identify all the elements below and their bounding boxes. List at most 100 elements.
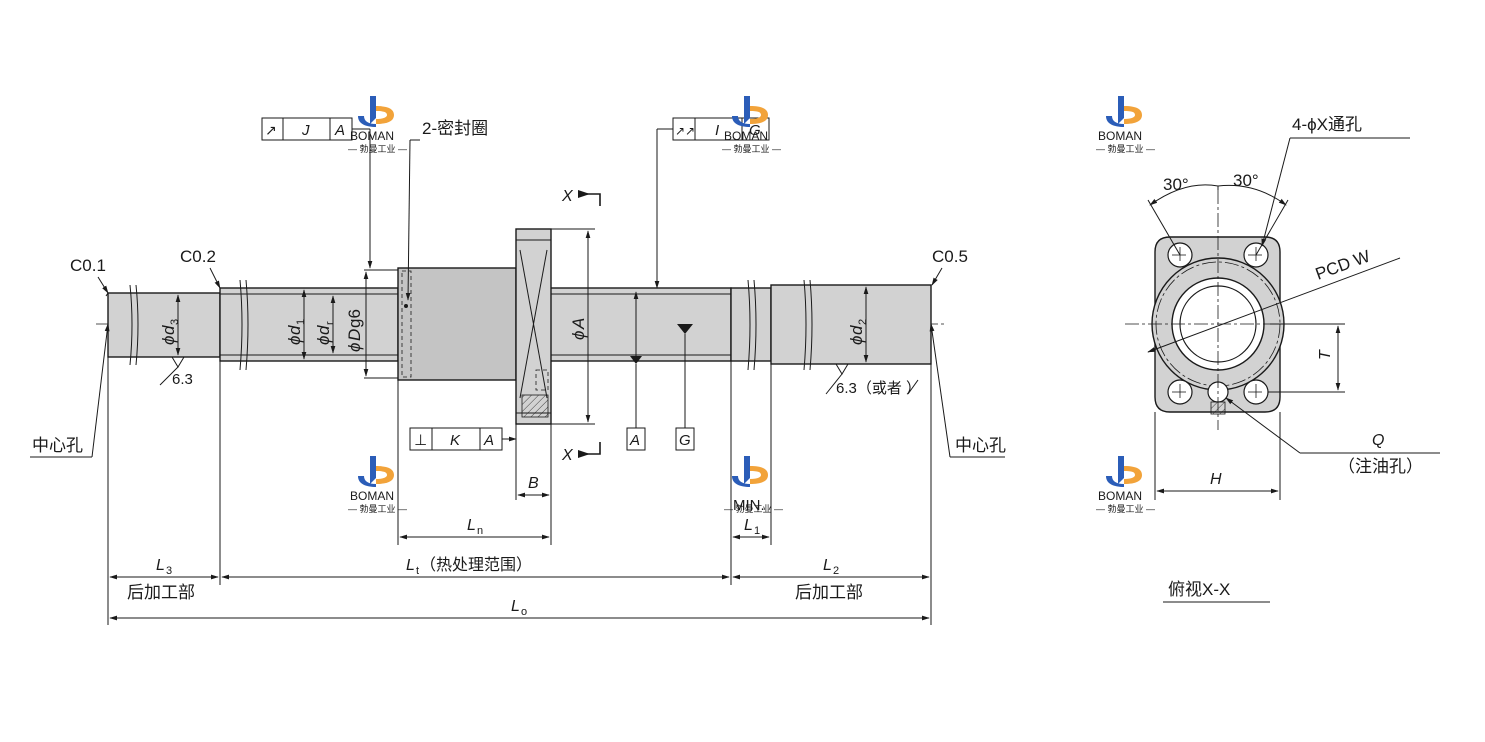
- svg-text:BOMAN: BOMAN: [350, 489, 394, 503]
- watermark-logos: BOMAN — 勃曼工业 — BOMAN — 勃曼工业 — BOMAN — 勃曼…: [348, 96, 1155, 514]
- svg-text:— 勃曼工业 —: — 勃曼工业 —: [1096, 143, 1155, 154]
- svg-text:（热处理范围）: （热处理范围）: [420, 556, 532, 574]
- svg-text:ϕ: ϕ: [314, 336, 333, 345]
- dim-lo: L o: [511, 598, 527, 618]
- boman-logo-6: BOMAN — 勃曼工业 —: [1096, 456, 1155, 514]
- svg-text:L: L: [511, 598, 520, 615]
- svg-text:ϕ: ϕ: [847, 336, 866, 345]
- boman-logo-3: BOMAN — 勃曼工业 —: [1096, 96, 1155, 154]
- section-marker-bottom: X: [561, 447, 574, 464]
- svg-text:r: r: [324, 321, 336, 325]
- runout-right-value: I: [715, 122, 719, 139]
- min-label: MIN.: [733, 497, 765, 514]
- boman-logo-2: BOMAN — 勃曼工业 —: [722, 96, 781, 154]
- dim-phi-d2: ϕ d 2: [847, 319, 869, 345]
- view-title: 俯视X-X: [1168, 580, 1230, 599]
- runout-right-symbol: ↗↗: [675, 124, 695, 138]
- svg-text:t: t: [416, 565, 419, 577]
- svg-text:L: L: [744, 517, 753, 534]
- svg-text:BOMAN: BOMAN: [350, 129, 394, 143]
- shaft-end-left: [107, 292, 221, 358]
- runout-value: J: [301, 122, 310, 139]
- svg-text:— 勃曼工业 —: — 勃曼工业 —: [722, 143, 781, 154]
- svg-text:1: 1: [295, 319, 307, 325]
- datum-g-label: G: [679, 432, 691, 449]
- angle-left: 30°: [1163, 175, 1189, 194]
- svg-text:A: A: [569, 318, 588, 330]
- shaft-thread-left: [219, 287, 399, 362]
- post-machining-right: 后加工部: [795, 583, 863, 602]
- svg-text:PCD W: PCD W: [1313, 247, 1373, 284]
- datum-g-box: [675, 427, 695, 451]
- chamfer-left-end: C0.1: [70, 256, 106, 275]
- shaft-step-right: [730, 287, 772, 362]
- chamfer-right-end: C0.5: [932, 247, 968, 266]
- boman-logo-5: — 勃曼工业 —: [724, 456, 783, 514]
- datum-a-box: [626, 427, 646, 451]
- boman-logo-1: BOMAN — 勃曼工业 —: [348, 96, 407, 154]
- svg-text:BOMAN: BOMAN: [1098, 129, 1142, 143]
- runout-frame-left: ↗ J A: [261, 117, 373, 269]
- roughness-left: 6.3: [172, 371, 193, 388]
- svg-text:d: d: [285, 325, 304, 335]
- dim-b: B: [528, 475, 539, 492]
- seal-label: 2-密封圈: [422, 119, 488, 138]
- main-view: C0.1 C0.2 C0.5 ↗ J A 2-密封圈 ↗↗ I G: [30, 117, 1006, 625]
- perpendicularity-frame: ⊥ K A: [409, 427, 517, 451]
- svg-text:ϕ: ϕ: [345, 343, 364, 352]
- dim-t: T: [1317, 349, 1334, 360]
- svg-text:D: D: [345, 329, 364, 341]
- dim-lt: L t （热处理范围）: [406, 556, 532, 577]
- svg-text:ϕ: ϕ: [285, 336, 304, 345]
- angle-right: 30°: [1233, 171, 1259, 190]
- svg-text:L: L: [467, 517, 476, 534]
- svg-text:— 勃曼工业 —: — 勃曼工业 —: [348, 143, 407, 154]
- dim-phi-a: ϕ A: [569, 318, 588, 340]
- datum-g-triangle: [677, 324, 693, 334]
- svg-text:L: L: [406, 557, 415, 574]
- dim-ln: L n: [467, 517, 483, 537]
- svg-text:2: 2: [833, 565, 839, 577]
- svg-text:L: L: [156, 557, 165, 574]
- svg-text:L: L: [823, 557, 832, 574]
- perp-value: K: [450, 432, 461, 449]
- svg-text:g6: g6: [345, 309, 364, 328]
- dim-l1: L 1: [744, 517, 760, 537]
- dim-q: Q: [1372, 432, 1384, 449]
- perp-datum: A: [483, 432, 494, 449]
- oil-hole-label: （注油孔）: [1338, 457, 1423, 476]
- svg-text:BOMAN: BOMAN: [1098, 489, 1142, 503]
- svg-text:— 勃曼工业 —: — 勃曼工业 —: [724, 503, 783, 514]
- svg-text:d: d: [159, 325, 178, 335]
- seal-marker-dot: [404, 304, 408, 308]
- center-hole-right: 中心孔: [955, 436, 1006, 455]
- svg-text:1: 1: [754, 525, 760, 537]
- perp-symbol: ⊥: [414, 432, 427, 449]
- svg-text:3: 3: [169, 319, 181, 325]
- runout-frame-right: ↗↗ I G: [654, 117, 770, 289]
- svg-text:ϕ: ϕ: [159, 336, 178, 345]
- svg-text:BOMAN: BOMAN: [724, 129, 768, 143]
- dim-phi-d1: ϕ d 1: [285, 319, 307, 345]
- center-hole-left: 中心孔: [32, 436, 83, 455]
- chamfer-left-step: C0.2: [180, 247, 216, 266]
- runout-symbol: ↗: [265, 122, 277, 138]
- flange-hatch: [521, 394, 549, 418]
- dim-l2: L 2: [823, 557, 839, 577]
- section-marker-top: X: [561, 188, 574, 205]
- svg-text:3: 3: [166, 565, 172, 577]
- holes-label: 4-ϕX通孔: [1292, 115, 1362, 134]
- post-machining-left: 后加工部: [127, 583, 195, 602]
- svg-text:o: o: [521, 606, 527, 618]
- datum-a-label: A: [629, 432, 640, 449]
- dim-phi-dg6: ϕ D g6: [345, 309, 364, 352]
- svg-text:2: 2: [857, 319, 869, 325]
- dim-phi-dr: ϕ d r: [314, 321, 336, 345]
- pcd-label: PCD W: [1313, 247, 1373, 284]
- break-marks: [129, 279, 813, 371]
- svg-text:d: d: [314, 325, 333, 335]
- svg-text:n: n: [477, 525, 483, 537]
- svg-text:— 勃曼工业 —: — 勃曼工业 —: [1096, 503, 1155, 514]
- side-view: 30° 30° 4-ϕX通孔 PCD W T H Q （注油孔） 俯视X-X: [1125, 115, 1440, 603]
